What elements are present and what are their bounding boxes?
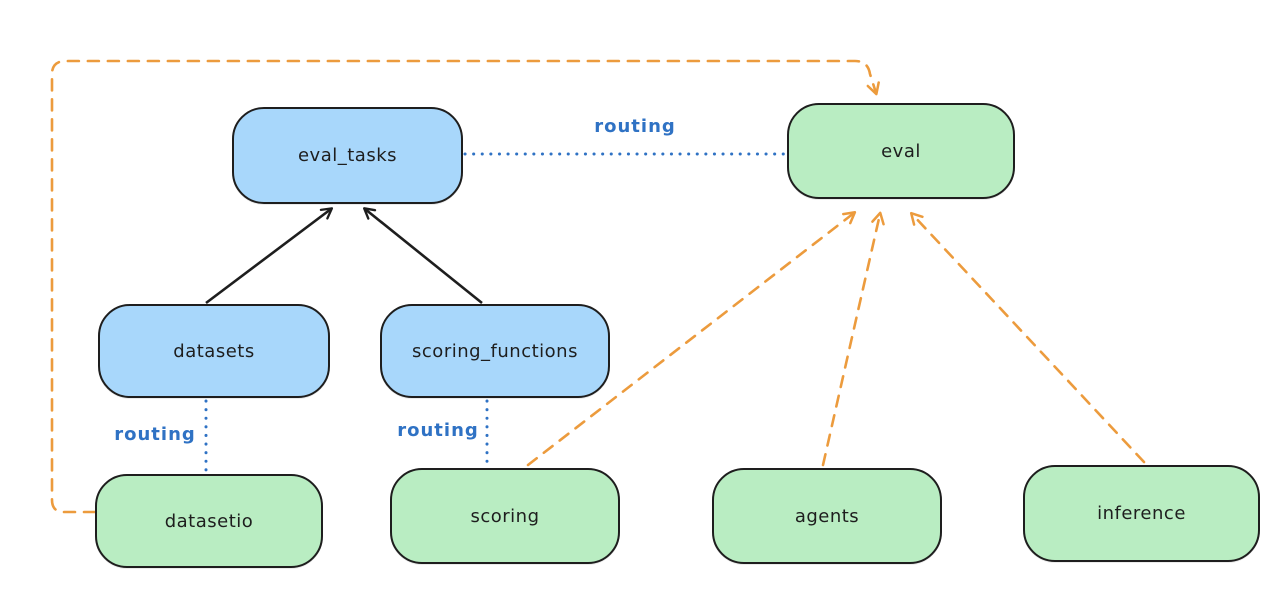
node-eval-label: eval [881, 140, 921, 162]
edge-label-routing-eval-tasks-eval: routing [594, 116, 676, 137]
node-datasetio-label: datasetio [164, 510, 254, 532]
edge-scoring-to-eval [526, 211, 857, 467]
node-eval-tasks-label: eval_tasks [297, 145, 398, 166]
node-scoring-functions-label: scoring_functions [412, 340, 578, 362]
node-datasets: datasets [98, 304, 330, 398]
node-scoring: scoring [390, 468, 620, 564]
node-inference: inference [1023, 465, 1260, 562]
node-eval-tasks: eval_tasks [232, 107, 463, 204]
node-inference-label: inference [1097, 503, 1186, 524]
node-datasets-label: datasets [173, 340, 255, 362]
node-agents-label: agents [794, 505, 860, 527]
edge-datasetio-to-eval-loop [50, 59, 880, 514]
node-agents: agents [712, 468, 942, 564]
node-scoring-functions: scoring_functions [380, 304, 610, 398]
edge-agents-to-eval [821, 211, 885, 467]
node-eval: eval [787, 103, 1015, 199]
edge-label-routing-scoring-functions-scoring: routing [397, 420, 479, 441]
node-scoring-label: scoring [470, 505, 540, 527]
edge-datasets-to-eval-tasks [205, 207, 334, 305]
edge-scoring-functions-to-eval-tasks [362, 207, 483, 305]
edge-inference-to-eval [909, 211, 1146, 464]
node-datasetio: datasetio [95, 474, 323, 568]
edge-label-routing-datasets-datasetio: routing [114, 424, 196, 445]
